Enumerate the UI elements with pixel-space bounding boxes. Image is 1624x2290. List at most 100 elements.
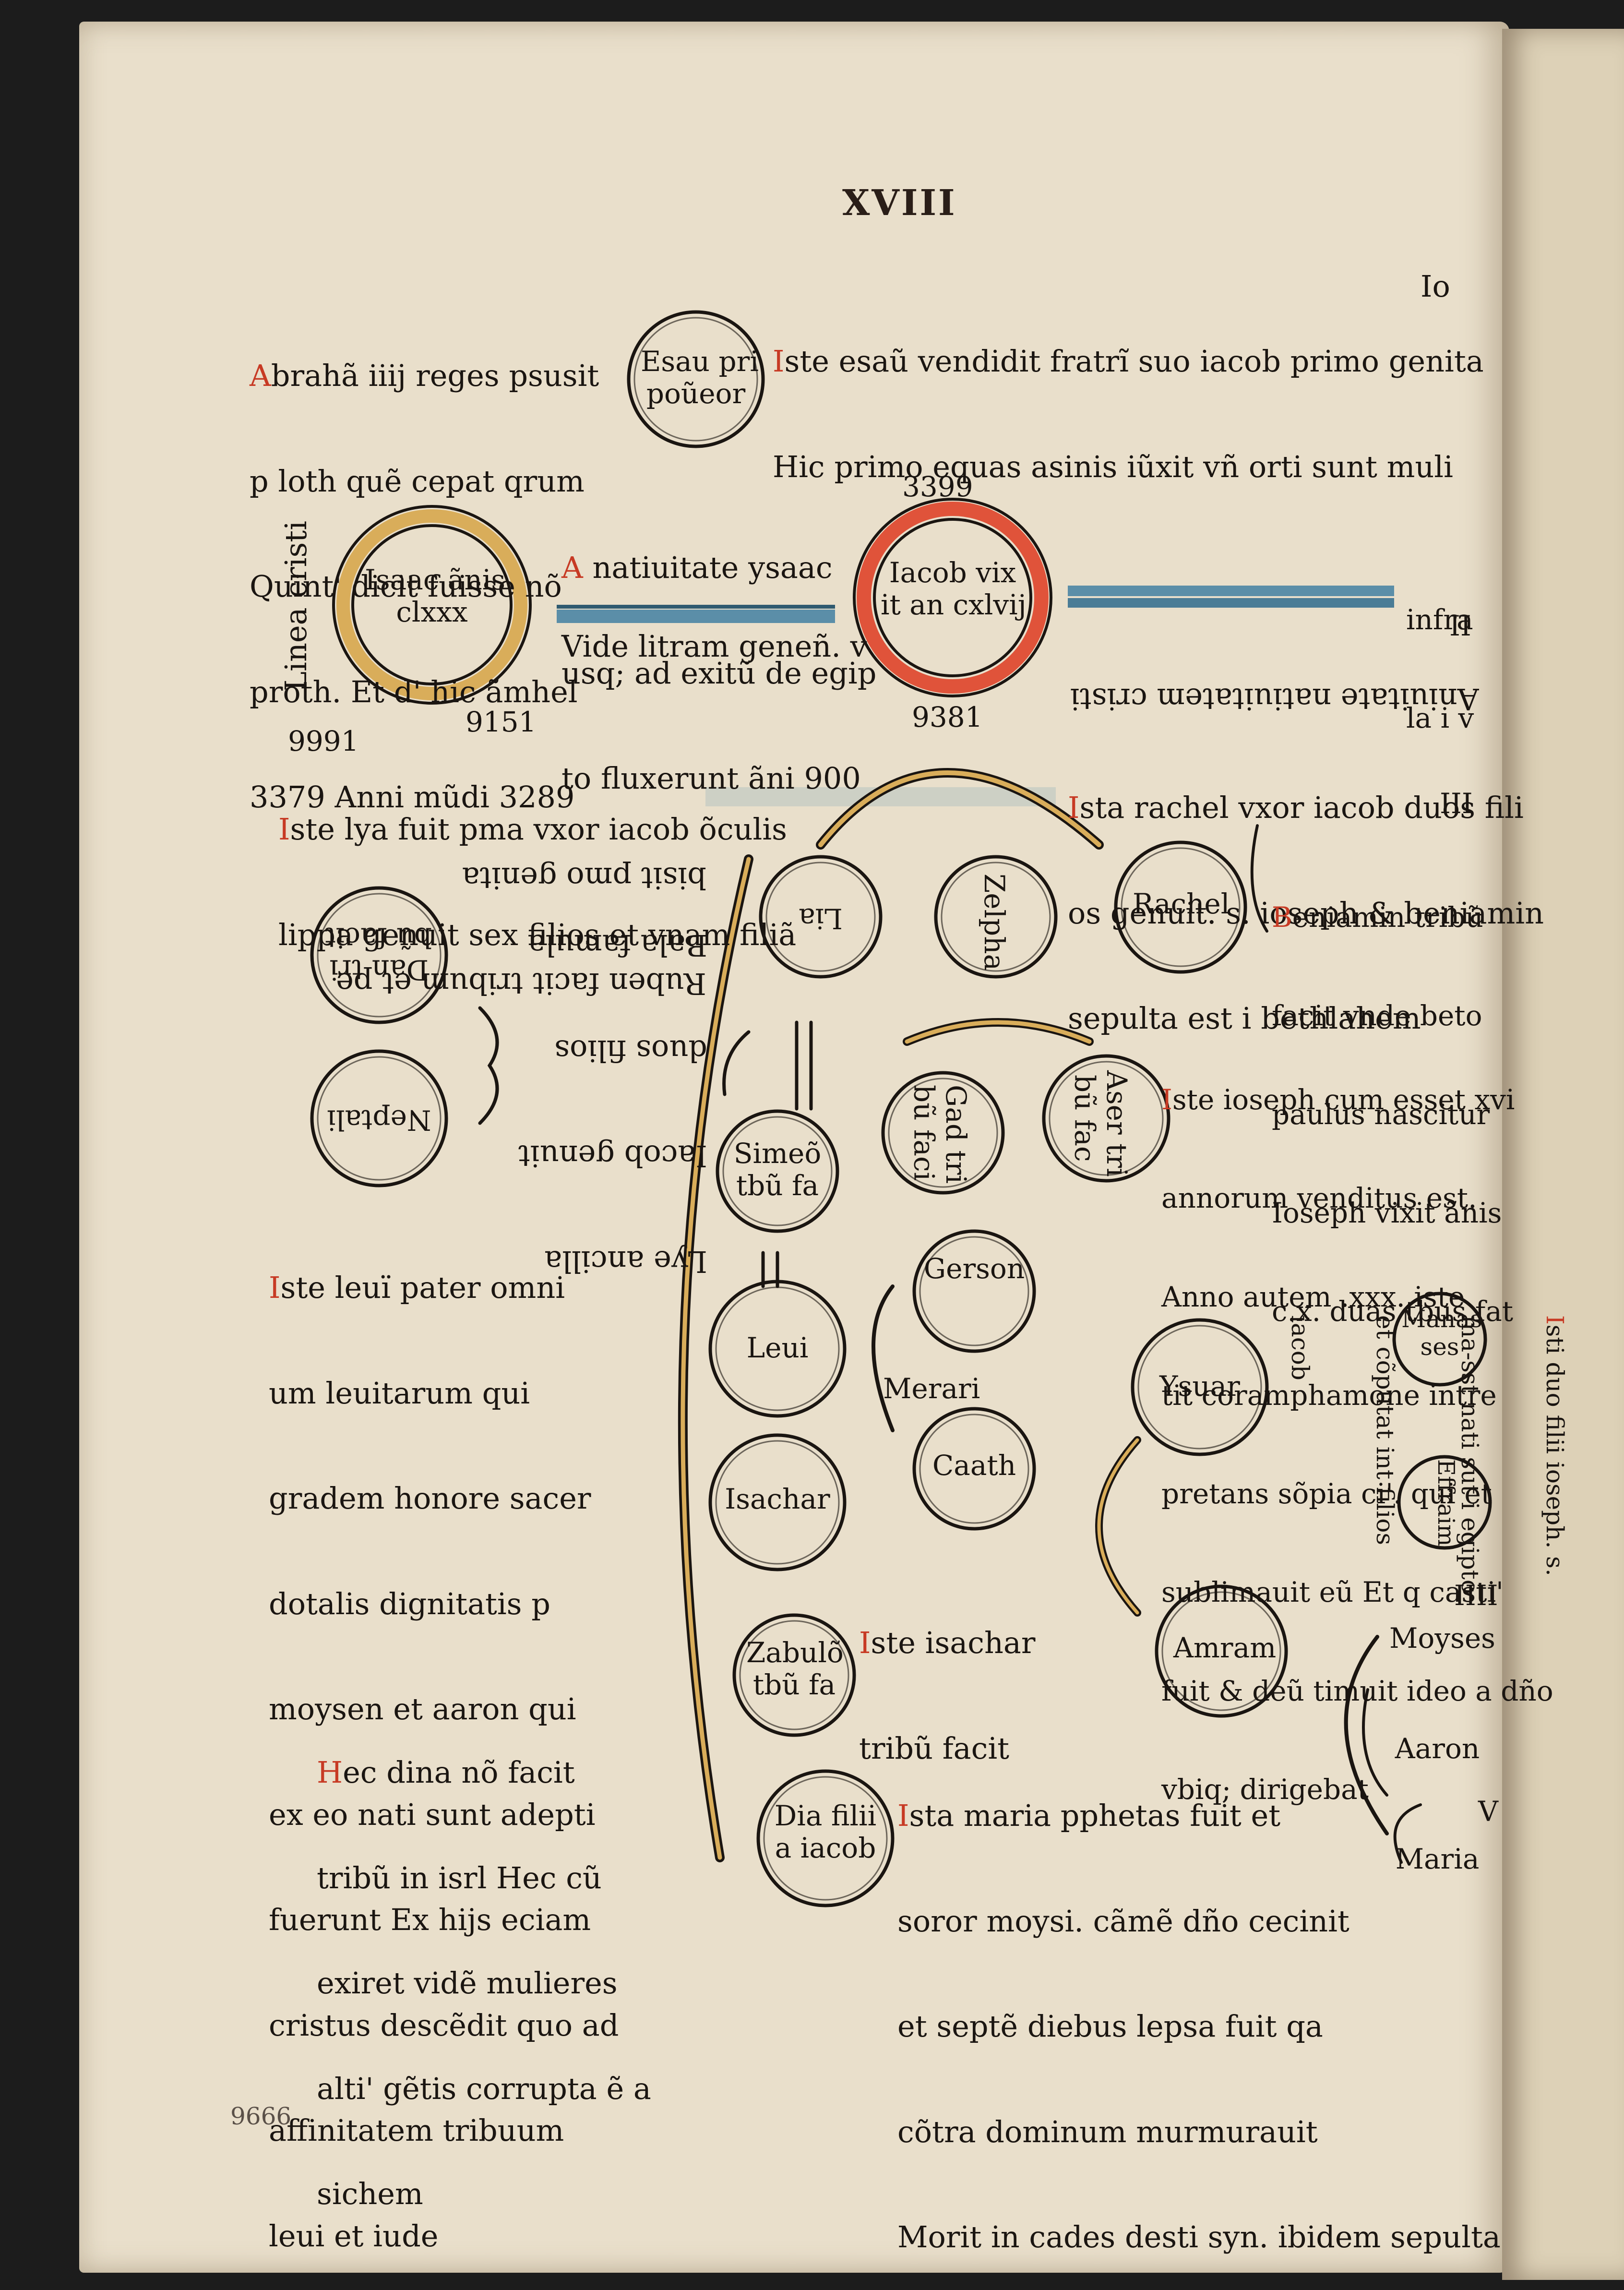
year-9381: 9381 — [912, 701, 983, 733]
levi-line-6: ex eo nati sunt adepti — [269, 1797, 596, 1832]
facing-page-edge — [1502, 29, 1624, 2280]
circle-iacob-outer — [853, 498, 1052, 697]
infra-line-1: infra — [1406, 603, 1473, 636]
circle-lia — [759, 855, 883, 979]
dan-label: Dan tri bũ facit — [324, 921, 432, 986]
rachel-label: Rachel — [1133, 887, 1230, 920]
maria-line-5: Morit in cades desti syn. ibidem sepulta — [897, 2219, 1501, 2255]
isaac-label: Isaac ãnis clxxx — [365, 564, 506, 628]
year-9151: 9151 — [466, 706, 537, 738]
circle-isaac-outer — [332, 505, 532, 705]
levi-line-1: Iste leuï pater omni — [269, 1270, 565, 1306]
ruben-line-2: bisit pmo genita — [462, 861, 706, 896]
maria-line-3: et septẽ diebus lepsa fuit qa — [897, 2009, 1323, 2044]
zabulon-label: Zabulõ tbũ fa — [746, 1636, 844, 1701]
lineage-arcs — [478, 768, 1422, 1864]
manasses-label: Manas ses — [1401, 1305, 1482, 1361]
maria-line-2: soror moysi. cãmẽ dño cecinit — [897, 1903, 1349, 1939]
circle-zelpha — [934, 855, 1058, 979]
levi-line-10: leui et iude — [269, 2218, 439, 2254]
esau-note-line-2: Hic primo equas asinis iũxit vñ orti sun… — [773, 449, 1453, 484]
neptali-label: Neptali — [327, 1103, 431, 1137]
circle-rachel — [1114, 840, 1247, 974]
esau-note: Iste esaũ vendidit fratrĩ suo iacob prim… — [773, 274, 1484, 519]
circle-iacob-ring — [857, 502, 1049, 694]
circle-isachar — [708, 1433, 847, 1571]
circle-neptali — [310, 1049, 448, 1187]
ioseph-line-6: sublimauit eũ Et q casti' — [1161, 1576, 1504, 1609]
levi-line-9: affinitatem tribuum — [269, 2113, 564, 2148]
folio-number: XVIII — [842, 182, 957, 224]
beniamin-line-4: Ioseph vixit ãnis — [1272, 1196, 1502, 1229]
beniamin-line-3: paulus nascitur — [1272, 1098, 1490, 1131]
ioseph-line-5: pretans sõpia ci'. qui et — [1161, 1477, 1492, 1511]
dina-label: Dia filii a iacob — [774, 1799, 877, 1864]
roman-ii: II — [1449, 610, 1471, 642]
abraham-line-3: Quint' dicit fuisse nõ — [250, 569, 562, 604]
roman-v: V — [1478, 1795, 1498, 1828]
ioseph-note: Iste ioseph cum esset xvi annorum vendit… — [1161, 1018, 1553, 1839]
levi-line-8: cristus descẽdit quo ad — [269, 2007, 619, 2043]
beniamin-note: Beniamin tribũ facit vnde beto paulus na… — [1272, 835, 1513, 1361]
rachel-note: Ista rachel vxor iacob duos fili os genu… — [1068, 720, 1544, 1071]
beniamin-line-5: c.x. duas tbus fat — [1272, 1295, 1514, 1328]
simeon-label: Simeõ tbũ fa — [733, 1137, 822, 1202]
circle-manasses — [1392, 1292, 1487, 1387]
circle-zabulon — [732, 1613, 856, 1737]
marker-io: Io — [1421, 269, 1450, 304]
maria-line-1: Ista maria pphetas fuit et — [897, 1798, 1281, 1834]
levi-line-4: dotalis dignitatis p — [269, 1586, 550, 1621]
maria-label: Maria — [1395, 1843, 1480, 1875]
isachar-note: Iste isachar tribũ facit — [859, 1555, 1036, 1801]
signature-mark: 9666 — [230, 2102, 292, 2130]
levi-note: Iste leuï pater omni um leuitarum qui gr… — [269, 1200, 619, 2289]
sons-line-4: iacob — [1286, 1315, 1314, 1380]
sons-line-1: Isti duo filii ioseph. s. — [1541, 1315, 1569, 1576]
abraham-text: Abrahã iiij reges psusit p loth quẽ cepa… — [250, 288, 599, 850]
infra-note: infra la i v — [1406, 538, 1474, 767]
lya-note: Iste lya fuit pma vxor iacob õculis lipp… — [278, 742, 796, 987]
bala-line-2: Iacob genuit — [518, 1139, 707, 1174]
rachel-note-line-2: os genuit. s. ioseph & beniamin — [1068, 895, 1544, 931]
linea-cristi-label: Linea cristi — [278, 520, 313, 691]
aser-label: Aser tri bũ fac — [1068, 1070, 1133, 1177]
ioseph-line-8: vbiq; dirigebat — [1161, 1773, 1369, 1806]
isaac-note: A natiuitate ysaac usq; ad exitũ de egip… — [561, 480, 876, 831]
effraim-label: Effraim — [1433, 1459, 1459, 1547]
bala-line-3: duos filios — [554, 1033, 707, 1068]
levi-line-5: moysen et aaron qui — [269, 1691, 576, 1727]
leui-label: Leui — [746, 1331, 809, 1364]
abraham-line-4: proth. Et d' hic ãmhel — [250, 674, 578, 709]
ioseph-line-4: tit coramphamone intre — [1161, 1379, 1497, 1412]
dina-line-2: tribũ in isrl Hec cũ — [317, 1860, 602, 1895]
maria-note: Ista maria pphetas fuit et soror moysi. … — [897, 1728, 1501, 2290]
levi-line-3: gradem honore sacer — [269, 1481, 591, 1516]
abraham-line-2: p loth quẽ cepat qrum — [250, 463, 585, 499]
isaac-note-line-1: A natiuitate ysaac — [561, 550, 833, 586]
circle-dina — [756, 1769, 895, 1907]
iacob-label: Iacob vix it an cxlvij — [881, 556, 1027, 621]
lia-label: Lia — [799, 902, 843, 935]
roman-iiii: IIII — [1454, 1579, 1498, 1612]
ioseph-line-3: Anno autem .xxx. iste — [1161, 1280, 1465, 1313]
caath-label: Caath — [932, 1449, 1016, 1482]
isachar-label: Isachar — [725, 1483, 830, 1515]
rachel-note-line-3: sepulta est i bethlahem — [1068, 1001, 1421, 1036]
circle-ysuar — [1131, 1318, 1269, 1456]
dina-line-1: Hec dina nõ facit — [317, 1755, 575, 1790]
isachar-line-2: tribũ facit — [859, 1730, 1010, 1766]
circle-effraim — [1397, 1455, 1492, 1550]
maria-line-4: cõtra dominum murmurauit — [897, 2114, 1318, 2149]
esau-note-line-1: Iste esaũ vendidit fratrĩ suo iacob prim… — [773, 344, 1484, 379]
gad-label: Gad tri bũ faci — [908, 1085, 972, 1184]
circle-amram — [1155, 1584, 1288, 1718]
infra-line-2: la i v — [1406, 702, 1474, 735]
circle-isaac-ring — [336, 509, 527, 700]
merari-label: Merari — [883, 1372, 980, 1405]
circle-iacob-inner — [873, 518, 1032, 677]
lya-note-line-2: lippa genuit sex filios et vnam filiã — [278, 917, 797, 952]
levi-line-2: um leuitarum qui — [269, 1375, 530, 1411]
circle-dan — [310, 886, 448, 1024]
lya-note-line-1: Iste lya fuit pma vxor iacob õculis — [278, 812, 788, 847]
